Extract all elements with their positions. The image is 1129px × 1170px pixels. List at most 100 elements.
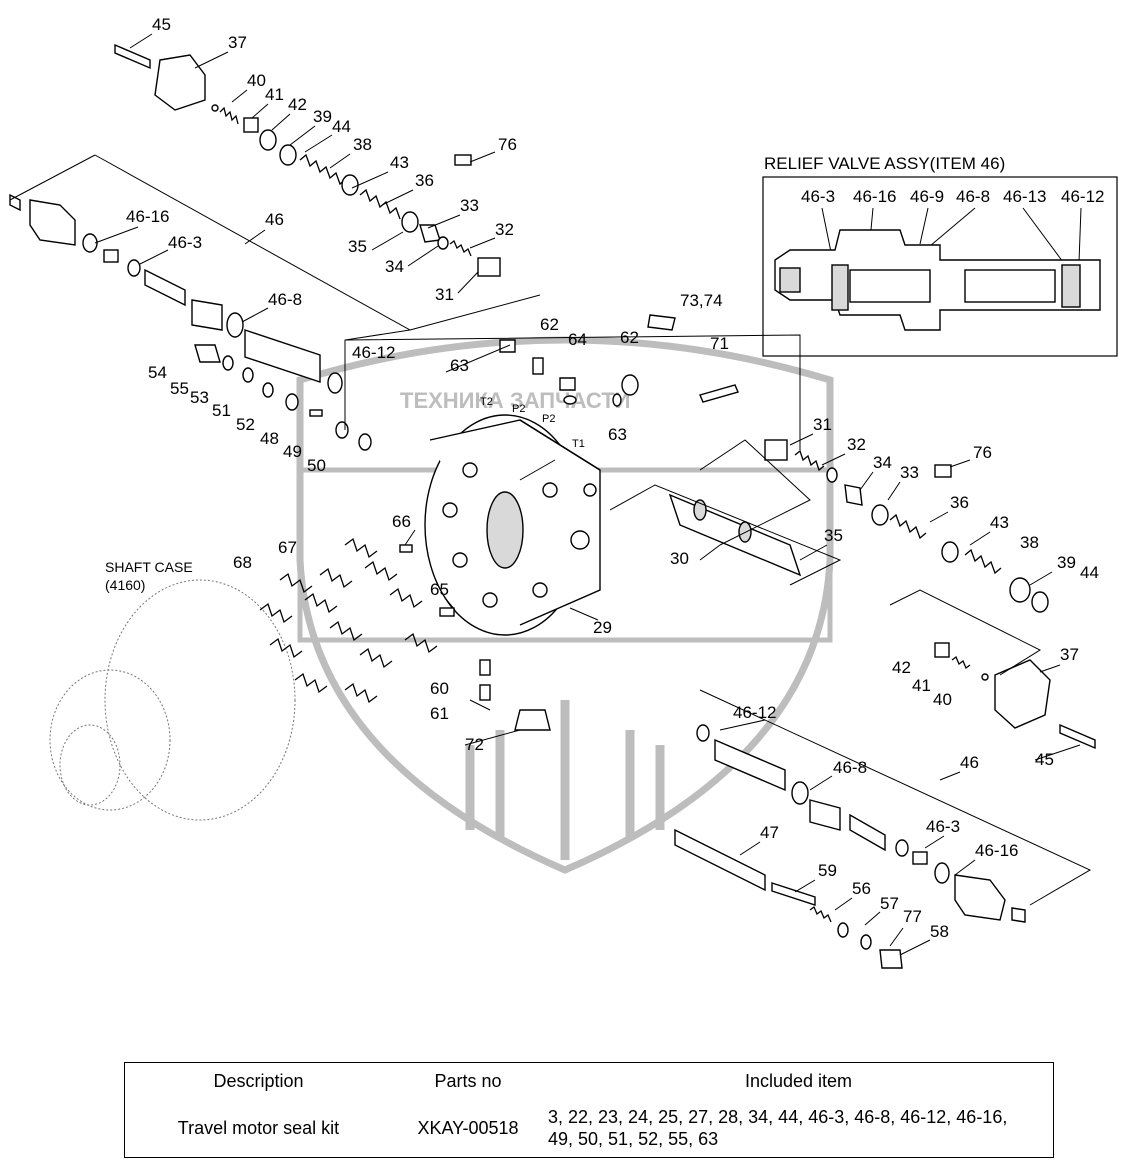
shaft-case-number: (4160) (105, 577, 145, 593)
callout: 32 (495, 220, 514, 239)
seal-kit-table: Description Parts no Included item Trave… (124, 1062, 1054, 1158)
callout: 49 (283, 442, 302, 461)
callout: 54 (148, 363, 167, 382)
callout: 66 (392, 512, 411, 531)
callout: 55 (170, 379, 189, 398)
callout: 31 (435, 285, 454, 304)
callout: 52 (236, 415, 255, 434)
callout: 41 (265, 85, 284, 104)
callout: 47 (760, 823, 779, 842)
callout: 56 (852, 879, 871, 898)
callout: 77 (903, 907, 922, 926)
upper-left-parts (9, 43, 501, 451)
callout: 46 (265, 210, 284, 229)
inset-label: 46-12 (1061, 187, 1104, 206)
callout: 35 (824, 526, 843, 545)
callout: 46-8 (833, 758, 867, 777)
callout: 42 (288, 95, 307, 114)
callout: 50 (307, 456, 326, 475)
callout: 72 (465, 735, 484, 754)
callout: 41 (912, 676, 931, 695)
inset-label: 46-9 (910, 187, 944, 206)
callout: 62 (620, 328, 639, 347)
port-label-t1: T1 (572, 438, 585, 450)
callout: 36 (415, 171, 434, 190)
callout: 64 (568, 330, 587, 349)
included-items-line-2: 49, 50, 51, 52, 55, 63 (548, 1129, 719, 1149)
callout: 57 (880, 894, 899, 913)
callout: 40 (247, 71, 266, 90)
callout: 43 (990, 513, 1009, 532)
shaft-case: SHAFT CASE (4160) (49, 559, 296, 821)
callout: 46-16 (975, 841, 1018, 860)
port-label-t2: T2 (480, 396, 493, 408)
spring-pack (259, 314, 739, 731)
shaft-case-label: SHAFT CASE (105, 559, 193, 575)
header-description: Description (213, 1070, 304, 1091)
callout: 60 (430, 679, 449, 698)
callout: 62 (540, 315, 559, 334)
callout: 31 (813, 415, 832, 434)
callout: 38 (1020, 533, 1039, 552)
table-row: Travel motor seal kit XKAY-00518 3, 22, … (125, 1099, 1054, 1158)
callout: 53 (190, 388, 209, 407)
callout: 46-3 (168, 233, 202, 252)
watermark-text: ТЕХНИКА ЗАПЧАСТИ (400, 388, 631, 413)
callout: 33 (900, 463, 919, 482)
callout: 67 (278, 538, 297, 557)
callout: 43 (390, 153, 409, 172)
callouts: 45 37 40 41 42 39 44 38 43 36 35 34 33 3… (126, 15, 1099, 941)
callout: 63 (450, 356, 469, 375)
callout: 63 (608, 425, 627, 444)
inset-title: RELIEF VALVE ASSY(ITEM 46) (764, 154, 1005, 173)
callout: 44 (332, 117, 351, 136)
callout: 46-8 (268, 290, 302, 309)
inset-label: 46-3 (801, 187, 835, 206)
callout: 46-12 (352, 343, 395, 362)
callout: 45 (152, 15, 171, 34)
callout: 29 (593, 618, 612, 637)
inset-label: 46-8 (956, 187, 990, 206)
callout: 36 (950, 493, 969, 512)
callout: 76 (973, 443, 992, 462)
port-label-p2: P2 (542, 413, 555, 425)
callout: 39 (1057, 553, 1076, 572)
callout: 32 (847, 435, 866, 454)
relief-valve-inset: RELIEF VALVE ASSY(ITEM 46) 46-3 46-16 46… (762, 154, 1118, 357)
callout: 46 (960, 753, 979, 772)
callout: 38 (353, 135, 372, 154)
callout: 46-12 (733, 703, 776, 722)
callout: 71 (710, 334, 729, 353)
valve-body-29: T2 P2 P2 T1 (424, 396, 601, 636)
callout: 35 (348, 237, 367, 256)
callout: 73,74 (680, 291, 723, 310)
callout: 61 (430, 704, 449, 723)
inset-label: 46-16 (853, 187, 896, 206)
callout: 44 (1080, 563, 1099, 582)
callout: 48 (260, 429, 279, 448)
callout: 40 (933, 690, 952, 709)
callout: 65 (430, 580, 449, 599)
callout: 51 (212, 401, 231, 420)
table-header-row: Description Parts no Included item (125, 1063, 1054, 1100)
callout: 39 (313, 107, 332, 126)
callout: 34 (385, 257, 404, 276)
port-label-p2: P2 (512, 403, 525, 415)
callout: 59 (818, 861, 837, 880)
cell-included-items: 3, 22, 23, 24, 25, 27, 28, 34, 44, 46-3,… (544, 1099, 1054, 1158)
callout-leaders (94, 33, 1081, 956)
cell-parts-no: XKAY-00518 (417, 1117, 519, 1138)
callout: 58 (930, 922, 949, 941)
callout: 30 (670, 549, 689, 568)
callout: 68 (233, 553, 252, 572)
included-items-line-1: 3, 22, 23, 24, 25, 27, 28, 34, 44, 46-3,… (548, 1107, 1008, 1127)
header-parts-no: Parts no (434, 1070, 502, 1091)
callout: 37 (1060, 645, 1079, 664)
cell-description: Travel motor seal kit (177, 1117, 340, 1138)
callout: 37 (228, 33, 247, 52)
watermark-logo: ТЕХНИКА ЗАПЧАСТИ (296, 336, 834, 874)
right-parts (668, 439, 1096, 969)
callout: 76 (498, 135, 517, 154)
callout: 34 (873, 453, 892, 472)
inset-label: 46-13 (1003, 187, 1046, 206)
